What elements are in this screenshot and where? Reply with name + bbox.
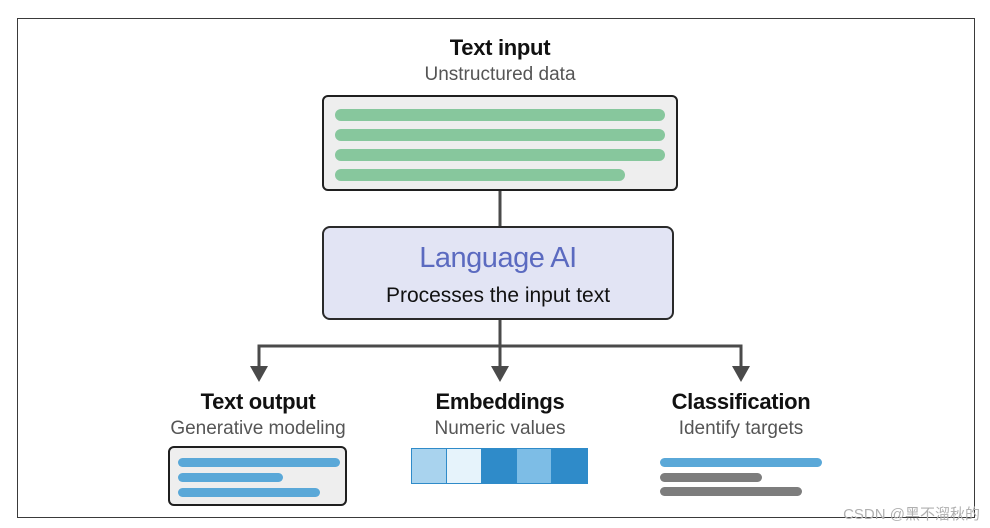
output-text-line (178, 473, 283, 482)
arrow-classification (732, 366, 750, 382)
embedding-cell (551, 448, 588, 484)
language-ai-title: Language AI (419, 242, 577, 274)
input-text-line (335, 109, 665, 121)
embedding-cell (481, 448, 517, 484)
embedding-cell (411, 448, 447, 484)
output-text-line (178, 488, 320, 497)
embeddings-title: Embeddings (435, 389, 565, 414)
input-text-line (335, 129, 665, 141)
class-bar (660, 487, 802, 496)
branch-line (257, 344, 743, 368)
arrow-embeddings (491, 366, 509, 382)
text-input-subtitle: Unstructured data (424, 64, 576, 85)
classification-subtitle: Identify targets (678, 418, 804, 439)
output-text-line (178, 458, 340, 467)
embedding-cell (516, 448, 552, 484)
language-ai-box: Language AI Processes the input text (322, 226, 674, 320)
classification-title: Classification (671, 389, 811, 414)
class-bar (660, 473, 762, 482)
embedding-cell (446, 448, 482, 484)
text-output-subtitle: Generative modeling (170, 418, 346, 439)
text-input-panel (322, 95, 678, 191)
class-bar (660, 458, 822, 467)
language-ai-subtitle: Processes the input text (385, 284, 611, 307)
embeddings-subtitle: Numeric values (434, 418, 566, 439)
text-output-panel (168, 446, 347, 506)
input-text-line (335, 149, 665, 161)
arrow-text-output (250, 366, 268, 382)
text-output-title: Text output (200, 389, 316, 414)
input-text-line (335, 169, 625, 181)
diagram-frame (17, 18, 975, 518)
watermark-text: CSDN @黑不溜秋的 (843, 506, 980, 523)
text-input-title: Text input (449, 35, 551, 60)
